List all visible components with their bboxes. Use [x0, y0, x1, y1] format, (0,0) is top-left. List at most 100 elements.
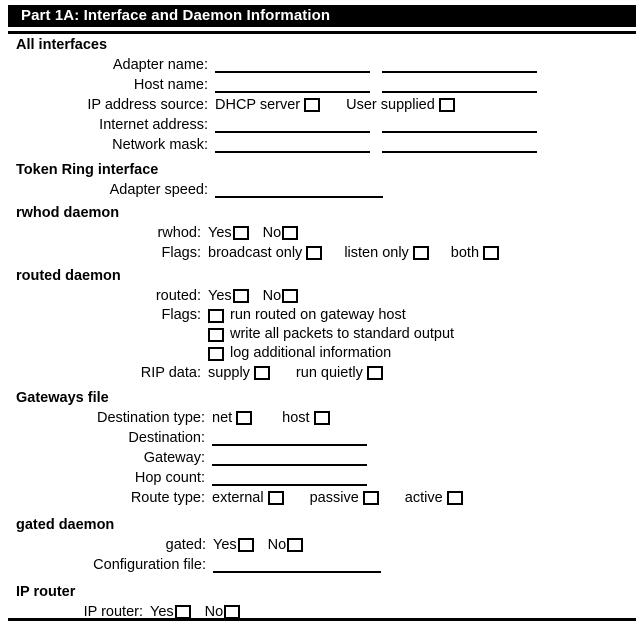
adapter-name-field-2[interactable] [382, 58, 537, 73]
option-route-passive[interactable]: passive [310, 488, 379, 508]
option-user-supplied-label: User supplied [346, 97, 435, 113]
network-mask-field-1[interactable] [215, 138, 370, 153]
destination-field[interactable] [212, 431, 367, 446]
section-heading-all-interfaces: All interfaces [16, 37, 108, 53]
option-rip-supply[interactable]: supply [208, 363, 270, 383]
destination-label: Destination: [128, 430, 205, 446]
checkbox-route-external[interactable] [267, 491, 284, 505]
internet-address-field-1[interactable] [215, 118, 370, 133]
hop-count-field[interactable] [212, 471, 367, 486]
checkbox-rip-run-quietly[interactable] [366, 366, 383, 380]
row-internet-address: Internet address: [0, 115, 640, 135]
gated-label: gated: [165, 537, 206, 553]
option-routed-yes[interactable]: Yes [208, 286, 249, 306]
row-adapter-name: Adapter name: [0, 55, 640, 75]
internet-address-field-2[interactable] [382, 118, 537, 133]
checkbox-rwhod-yes[interactable] [232, 226, 249, 240]
ip-router-label: IP router: [83, 604, 143, 620]
checkbox-gated-yes[interactable] [237, 538, 254, 552]
option-route-passive-label: passive [309, 490, 359, 506]
ip-address-source-label: IP address source: [87, 97, 208, 113]
checkbox-dest-net[interactable] [236, 411, 253, 425]
checkbox-dest-host[interactable] [313, 411, 330, 425]
checkbox-rwhod-broadcast-only[interactable] [306, 246, 323, 260]
option-rwhod-both[interactable]: both [450, 243, 500, 263]
option-dhcp-server[interactable]: DHCP server [215, 95, 321, 115]
row-ip-address-source: IP address source: DHCP server User supp… [0, 95, 640, 115]
option-route-external[interactable]: external [212, 488, 284, 508]
option-routed-write-packets-label: write all packets to standard output [230, 326, 455, 342]
host-name-field-2[interactable] [382, 78, 537, 93]
option-dest-net-label: net [212, 410, 233, 426]
adapter-speed-label: Adapter speed: [109, 182, 208, 198]
checkbox-rip-supply[interactable] [253, 366, 270, 380]
checkbox-gated-no[interactable] [287, 538, 304, 552]
option-routed-log-additional[interactable]: log additional information [208, 344, 395, 363]
option-routed-write-packets[interactable]: write all packets to standard output [208, 325, 458, 344]
rip-data-label: RIP data: [140, 365, 201, 381]
option-gated-yes[interactable]: Yes [213, 535, 254, 555]
checkbox-routed-write-packets[interactable] [208, 327, 224, 342]
rwhod-label: rwhod: [157, 225, 201, 241]
row-host-name: Host name: [0, 75, 640, 95]
checkbox-route-active[interactable] [446, 491, 463, 505]
option-rwhod-yes-label: Yes [208, 225, 232, 241]
option-dest-net[interactable]: net [212, 408, 253, 428]
rwhod-flags-label: Flags: [161, 245, 202, 261]
checkbox-routed-log-additional[interactable] [208, 346, 224, 361]
row-adapter-speed: Adapter speed: [0, 180, 640, 200]
adapter-name-label: Adapter name: [112, 57, 208, 73]
option-rwhod-broadcast-only[interactable]: broadcast only [208, 243, 323, 263]
option-route-active[interactable]: active [405, 488, 463, 508]
section-heading-ip-router: IP router [16, 584, 76, 600]
checkbox-routed-yes[interactable] [232, 289, 249, 303]
configuration-file-field[interactable] [213, 558, 381, 573]
option-rwhod-yes[interactable]: Yes [208, 223, 249, 243]
checkbox-route-passive[interactable] [362, 491, 379, 505]
checkbox-rwhod-both[interactable] [483, 246, 500, 260]
checkbox-ip-router-yes[interactable] [174, 605, 191, 619]
option-rip-supply-label: supply [208, 365, 250, 381]
route-type-label: Route type: [130, 490, 205, 506]
option-ip-router-no[interactable]: No [205, 602, 241, 622]
row-ip-router-enable: IP router: Yes No [0, 602, 640, 622]
section-heading-routed: routed daemon [16, 268, 121, 284]
adapter-name-field-1[interactable] [215, 58, 370, 73]
checkbox-routed-no[interactable] [282, 289, 299, 303]
option-rwhod-no[interactable]: No [263, 223, 299, 243]
host-name-field-1[interactable] [215, 78, 370, 93]
option-route-external-label: external [212, 490, 264, 506]
option-rwhod-both-label: both [450, 245, 480, 261]
section-heading-rwhod: rwhod daemon [16, 205, 120, 221]
checkbox-routed-gateway-host[interactable] [208, 308, 224, 323]
gateway-field[interactable] [212, 451, 367, 466]
option-routed-gateway-host[interactable]: run routed on gateway host [208, 306, 410, 325]
option-user-supplied[interactable]: User supplied [346, 95, 455, 115]
option-ip-router-no-label: No [204, 604, 224, 620]
checkbox-user-supplied[interactable] [438, 98, 455, 112]
section-heading-token-ring: Token Ring interface [16, 162, 159, 178]
row-destination: Destination: [0, 428, 640, 448]
option-routed-no[interactable]: No [263, 286, 299, 306]
option-gated-no[interactable]: No [268, 535, 304, 555]
checkbox-dhcp-server[interactable] [304, 98, 321, 112]
option-rwhod-listen-only[interactable]: listen only [344, 243, 429, 263]
option-route-active-label: active [404, 490, 443, 506]
row-hop-count: Hop count: [0, 468, 640, 488]
checkbox-ip-router-no[interactable] [224, 605, 241, 619]
option-ip-router-yes[interactable]: Yes [150, 602, 191, 622]
option-routed-gateway-host-label: run routed on gateway host [230, 307, 406, 323]
adapter-speed-field[interactable] [215, 183, 383, 198]
option-dest-host[interactable]: host [282, 408, 330, 428]
row-routed-enable: routed: Yes No [0, 286, 640, 306]
checkbox-rwhod-no[interactable] [282, 226, 299, 240]
host-name-label: Host name: [133, 77, 208, 93]
option-rip-run-quietly[interactable]: run quietly [296, 363, 383, 383]
row-configuration-file: Configuration file: [0, 555, 640, 575]
network-mask-label: Network mask: [112, 137, 208, 153]
network-mask-field-2[interactable] [382, 138, 537, 153]
row-routed-flag-2: write all packets to standard output [0, 325, 640, 344]
option-dest-host-label: host [282, 410, 310, 426]
checkbox-rwhod-listen-only[interactable] [412, 246, 429, 260]
